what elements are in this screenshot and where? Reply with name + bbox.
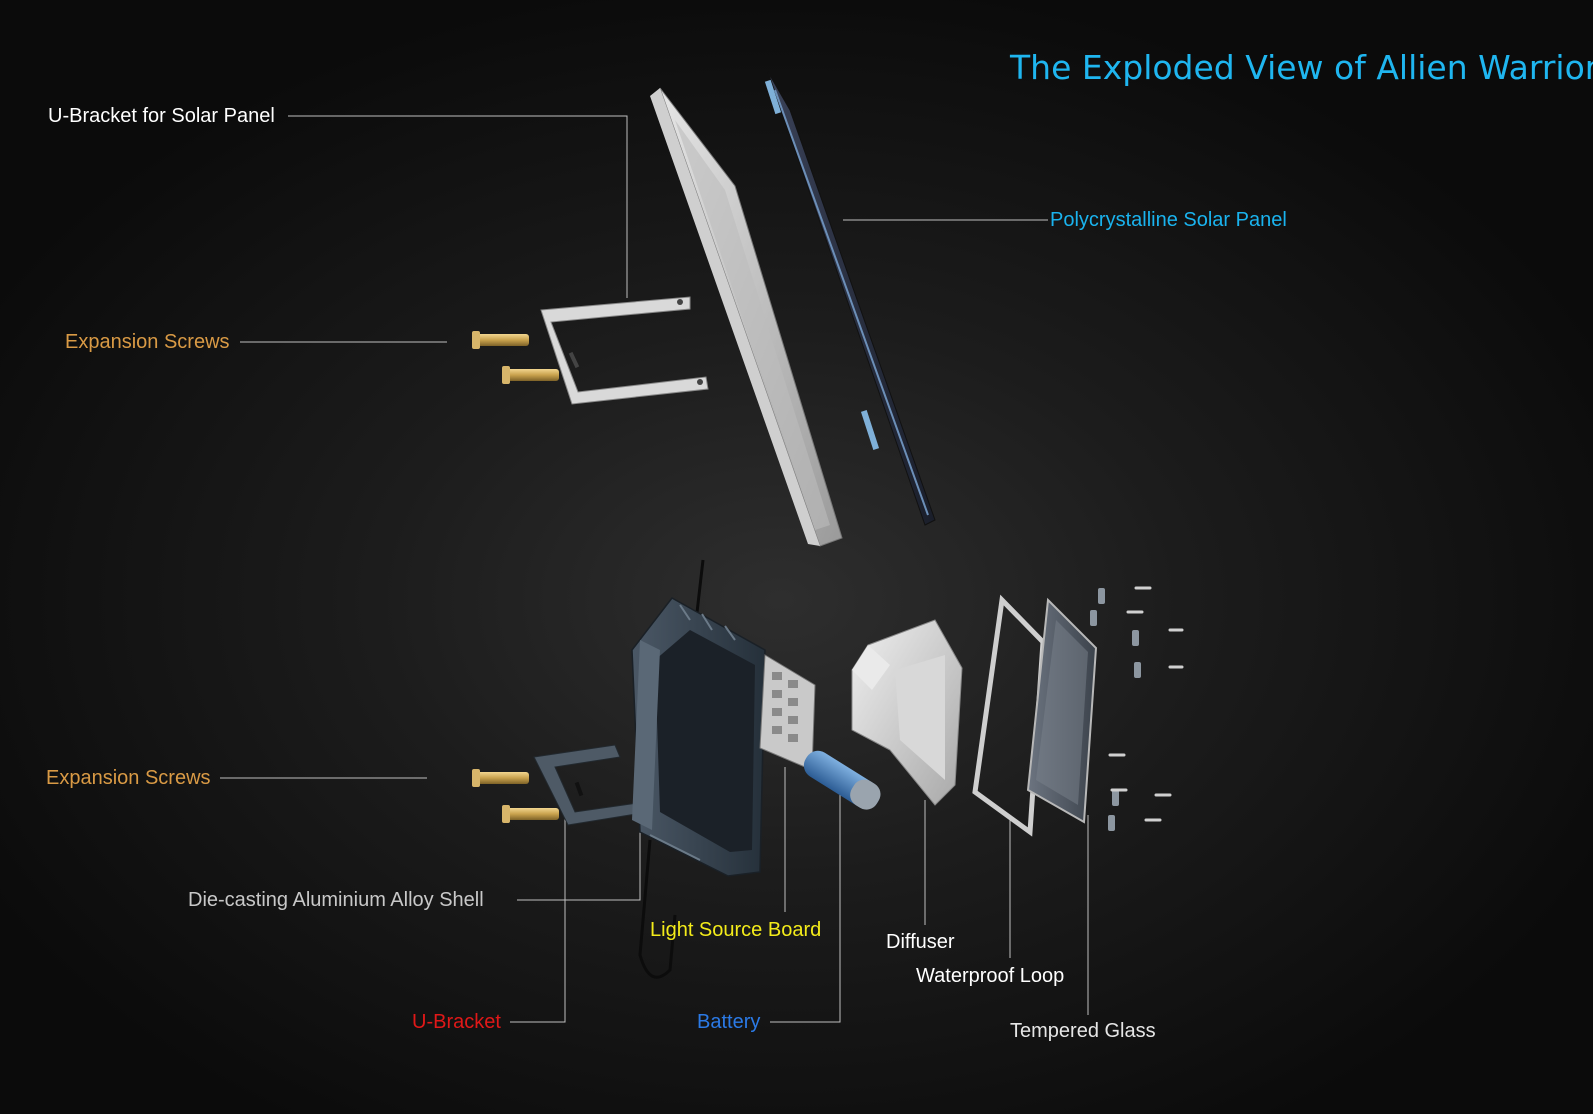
u-bracket-icon: [533, 744, 649, 826]
label-expansion-screws-bottom: Expansion Screws: [46, 767, 211, 789]
label-die-casting-shell: Die-casting Aluminium Alloy Shell: [188, 889, 484, 911]
label-u-bracket-solar-panel: U-Bracket for Solar Panel: [48, 105, 275, 127]
page-title: The Exploded View of Allien Warrior: [1010, 48, 1593, 87]
label-polycrystalline-solar-panel: Polycrystalline Solar Panel: [1050, 209, 1287, 231]
label-expansion-screws-top: Expansion Screws: [65, 331, 230, 353]
leader-u-bracket-solar-panel: [288, 115, 628, 298]
glass-clips-and-screws-icon: [1090, 586, 1184, 831]
solar-panel-frame-icon: [650, 87, 843, 547]
battery-icon: [803, 750, 881, 810]
label-u-bracket: U-Bracket: [412, 1011, 501, 1033]
expansion-screw-bottom-1-icon: [472, 769, 529, 787]
expansion-screw-top-2-icon: [502, 366, 559, 384]
label-battery: Battery: [697, 1011, 761, 1033]
diffuser-icon: [851, 619, 963, 806]
leader-u-bracket: [510, 790, 566, 1023]
label-tempered-glass: Tempered Glass: [1010, 1020, 1156, 1042]
leader-die-casting-shell: [517, 775, 641, 901]
u-bracket-solar-panel-icon: [540, 296, 709, 405]
expansion-screw-top-1-icon: [472, 331, 529, 349]
leader-lines: [220, 115, 1089, 1023]
expansion-screw-bottom-2-icon: [502, 805, 559, 823]
label-waterproof-loop: Waterproof Loop: [916, 965, 1065, 987]
leader-battery: [770, 790, 841, 1023]
die-casting-shell-icon: [631, 597, 766, 877]
label-diffuser: Diffuser: [886, 931, 955, 953]
light-source-board-icon: [759, 654, 816, 771]
waterproof-loop-icon: [972, 594, 1046, 837]
label-light-source-board: Light Source Board: [650, 919, 822, 941]
tempered-glass-icon: [1026, 597, 1098, 824]
polycrystalline-solar-panel-icon: [764, 71, 936, 526]
